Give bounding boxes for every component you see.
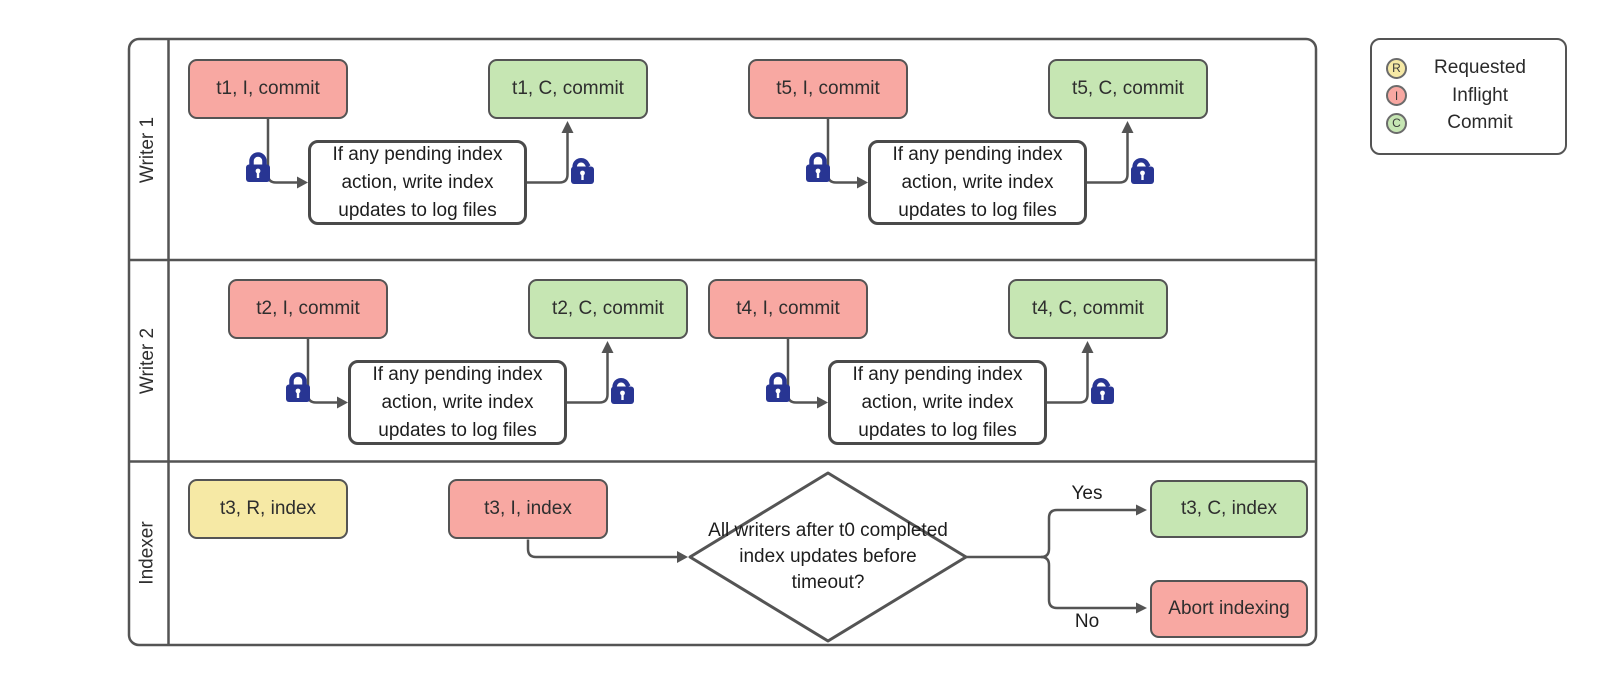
commit-node: t1, C, commit bbox=[488, 59, 648, 119]
connector-inflight-to-decision bbox=[526, 539, 677, 559]
arrowhead bbox=[601, 341, 614, 353]
writer-group-t4: t4, I, commit If any pending index actio… bbox=[708, 279, 1173, 454]
group-connectors bbox=[766, 339, 1114, 409]
lane-label-writer1: Writer 1 bbox=[128, 39, 168, 260]
group-connectors bbox=[246, 119, 594, 189]
connector-yes-branch bbox=[1040, 508, 1136, 559]
arrowhead bbox=[857, 176, 868, 189]
legend-label: Requested bbox=[1434, 57, 1526, 78]
process-node: If any pending index action, write index… bbox=[868, 140, 1087, 225]
connector-down bbox=[786, 339, 817, 404]
open-lock-icon bbox=[1131, 158, 1154, 184]
connector-down bbox=[266, 119, 297, 184]
connector-down bbox=[826, 119, 857, 184]
decision-text: All writers after t0 completed index upd… bbox=[708, 520, 948, 593]
requested-node: t3, R, index bbox=[188, 479, 348, 539]
writer-group-t2: t2, I, commit If any pending index actio… bbox=[228, 279, 693, 454]
legend-label: Commit bbox=[1447, 112, 1513, 133]
legend-item-requested: R Requested bbox=[1386, 57, 1553, 79]
indexer-commit-node: t3, C, index bbox=[1150, 480, 1308, 538]
writer-group-t5: t5, I, commit If any pending index actio… bbox=[748, 59, 1213, 234]
lane-label-text: Writer 1 bbox=[137, 116, 159, 183]
arrowhead bbox=[1136, 602, 1147, 614]
writer-group-t1: t1, I, commit If any pending index actio… bbox=[188, 59, 653, 234]
process-node: If any pending index action, write index… bbox=[348, 360, 567, 445]
inflight-node: t4, I, commit bbox=[708, 279, 868, 339]
closed-lock-icon bbox=[286, 372, 310, 402]
abort-node: Abort indexing bbox=[1150, 580, 1308, 638]
arrowhead bbox=[1081, 341, 1094, 353]
open-lock-icon bbox=[1091, 378, 1114, 404]
commit-node: t2, C, commit bbox=[528, 279, 688, 339]
commit-node: t4, C, commit bbox=[1008, 279, 1168, 339]
arrowhead bbox=[1136, 504, 1147, 516]
arrowhead bbox=[337, 396, 348, 409]
legend-item-commit: C Commit bbox=[1386, 112, 1553, 134]
indexer-inflight-node: t3, I, index bbox=[448, 479, 608, 539]
closed-lock-icon bbox=[246, 152, 270, 182]
legend-label: Inflight bbox=[1452, 84, 1508, 106]
no-label: No bbox=[1074, 611, 1100, 632]
process-node: If any pending index action, write index… bbox=[308, 140, 527, 225]
lane-label-indexer: Indexer bbox=[128, 461, 168, 645]
connector-up bbox=[1087, 133, 1129, 184]
arrowhead bbox=[1121, 121, 1134, 133]
arrowhead bbox=[297, 176, 308, 189]
commit-badge-icon: C bbox=[1386, 112, 1407, 134]
arrowhead bbox=[817, 396, 828, 409]
closed-lock-icon bbox=[766, 372, 790, 402]
connector-up bbox=[1047, 353, 1089, 404]
commit-node: t5, C, commit bbox=[1048, 59, 1208, 119]
yes-label: Yes bbox=[1071, 483, 1103, 504]
open-lock-icon bbox=[571, 158, 594, 184]
lane-label-text: Indexer bbox=[137, 521, 158, 585]
closed-lock-icon bbox=[806, 152, 830, 182]
group-connectors bbox=[286, 339, 634, 409]
inflight-node: t2, I, commit bbox=[228, 279, 388, 339]
pool-border bbox=[127, 37, 1318, 647]
inflight-node: t5, I, commit bbox=[748, 59, 908, 119]
process-node: If any pending index action, write index… bbox=[828, 360, 1047, 445]
arrowhead bbox=[677, 551, 688, 563]
connector-up bbox=[567, 353, 609, 404]
arrowhead bbox=[561, 121, 574, 133]
lane-label-text: Writer 2 bbox=[137, 327, 159, 394]
requested-badge-icon: R bbox=[1386, 57, 1407, 79]
connector-no-branch bbox=[1040, 555, 1136, 610]
legend-item-inflight: I Inflight bbox=[1386, 85, 1553, 107]
inflight-badge-icon: I bbox=[1386, 85, 1407, 106]
open-lock-icon bbox=[611, 378, 634, 404]
lane-label-writer2: Writer 2 bbox=[128, 260, 168, 461]
connector-up bbox=[527, 133, 569, 184]
inflight-node: t1, I, commit bbox=[188, 59, 348, 119]
connector-down bbox=[306, 339, 337, 404]
legend: R Requested I Inflight C Commit bbox=[1370, 38, 1567, 155]
group-connectors bbox=[806, 119, 1154, 189]
